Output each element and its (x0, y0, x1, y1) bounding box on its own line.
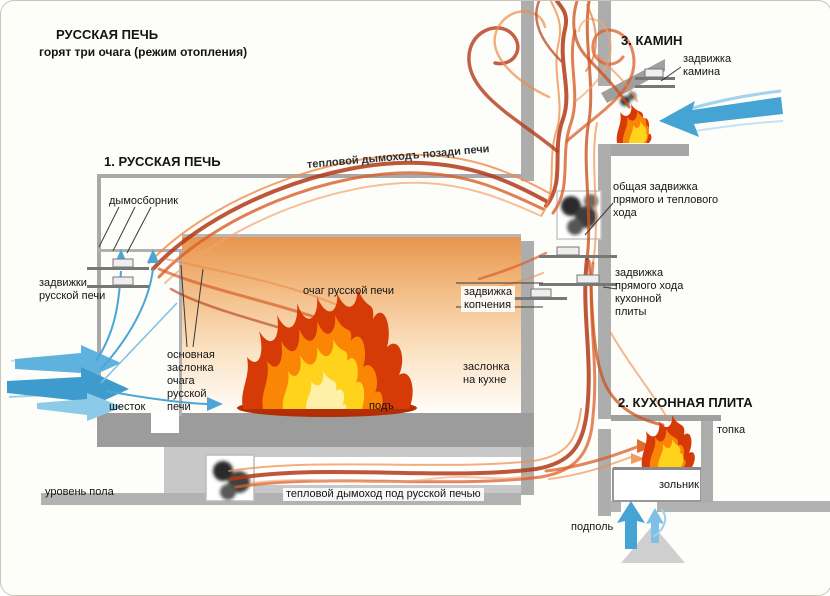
label-ashpit: зольник (659, 479, 699, 491)
label-stove-dampers: задвижки русской печи (39, 277, 106, 302)
section-fireplace: 3. КАМИН (621, 33, 683, 48)
dark-smoke (213, 92, 636, 500)
section-kitchen-stove: 2. КУХОННАЯ ПЛИТА (618, 395, 753, 410)
label-underfloor: подполь (571, 521, 614, 533)
diagram-subtitle: горят три очага (режим отопления) (39, 45, 248, 59)
label-shestok: шесток (109, 401, 146, 413)
smoke-streams (148, 1, 670, 489)
section-russian-stove: 1. РУССКАЯ ПЕЧЬ (104, 154, 221, 169)
label-kitchen-gate: заслонка на кухне (463, 361, 510, 386)
diagram-title: РУССКАЯ ПЕЧЬ (56, 27, 159, 42)
air-arrows (7, 89, 784, 549)
leader-lines (98, 66, 682, 348)
label-pod: подъ (369, 400, 394, 412)
fireplace-fire (616, 104, 652, 143)
label-firebox: топка (717, 424, 746, 436)
masonry-structure (41, 1, 830, 563)
kitchen-fire (641, 415, 695, 467)
label-fireplace-damper: задвижка камина (683, 53, 732, 78)
label-smoke-collector: дымосборник (109, 195, 179, 207)
label-smoking-damper: задвижка копчения (461, 286, 516, 312)
label-hearth: очаг русской печи (303, 285, 395, 297)
label-floor-level: уровень пола (45, 486, 114, 498)
label-common-damper: общая задвижка прямого и теплового хода (613, 181, 719, 219)
label-flue-under-stove: тепловой дымоход под русской печью (283, 488, 484, 501)
main-fire (237, 287, 417, 417)
smoke-arrowheads (631, 439, 653, 464)
label-main-gate: основная заслонка очага русской печи (167, 349, 215, 413)
label-direct-damper: задвижка прямого хода кухонной плиты (615, 267, 684, 318)
dampers (87, 68, 675, 300)
